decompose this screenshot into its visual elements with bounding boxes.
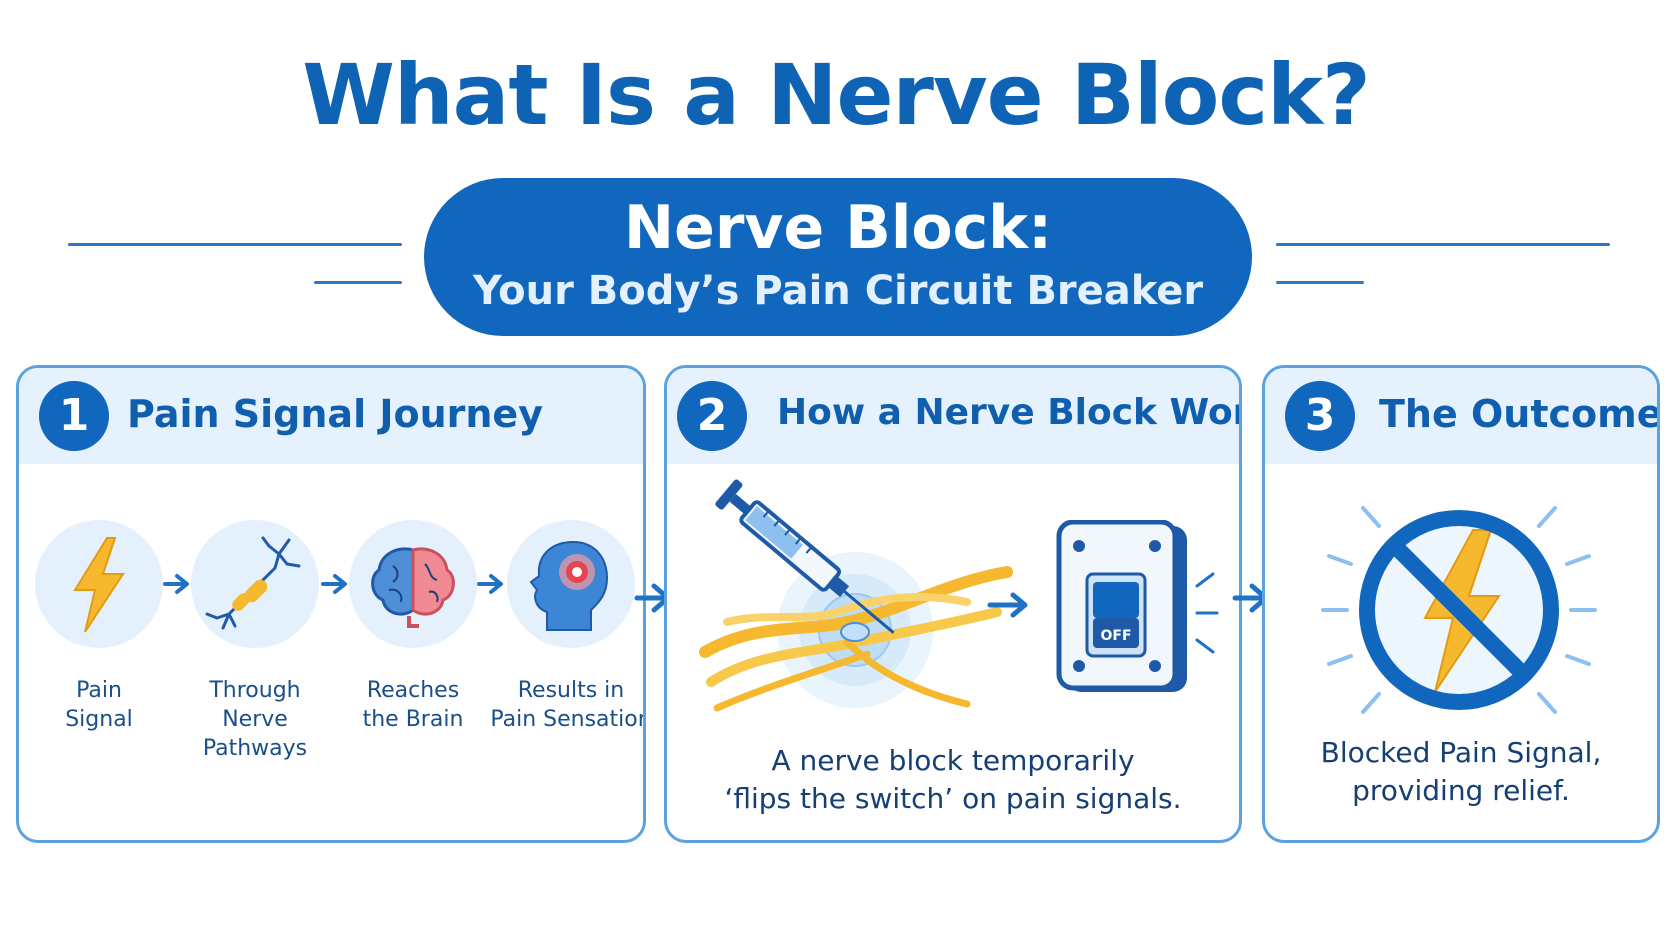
panel-the-outcome: 3 The Outcome Blocked Pain Signal, provi… (1262, 365, 1660, 843)
arrow-right-icon (477, 574, 503, 594)
arrow-right-icon (987, 592, 1028, 618)
banner-title: Nerve Block: (623, 193, 1053, 263)
arrow-right-icon (321, 574, 347, 594)
step-number-badge: 2 (677, 381, 747, 451)
lightning-icon (73, 537, 125, 633)
divider-line-left-short (314, 281, 402, 284)
banner-pill: Nerve Block: Your Body’s Pain Circuit Br… (424, 178, 1252, 336)
head-pain-circle (507, 520, 635, 648)
panel-title: The Outcome (1379, 392, 1660, 436)
panel-title: Pain Signal Journey (127, 392, 543, 436)
panel-title: How a Nerve Block Works (777, 392, 1239, 433)
panel-caption: A nerve block temporarily ‘flips the swi… (724, 744, 1182, 815)
spark-lines-icon (1195, 572, 1219, 654)
head-pain-icon (529, 540, 609, 631)
step-number-badge: 3 (1285, 381, 1355, 451)
panel-header: 2 How a Nerve Block Works (667, 368, 1239, 464)
main-title: What Is a Nerve Block? (302, 46, 1371, 144)
panel-how-nerve-block-works: 2 How a Nerve Block Works (664, 365, 1242, 843)
brain-circle (349, 520, 477, 648)
pain-signal-circle (35, 520, 163, 648)
panel-header: 1 Pain Signal Journey (19, 368, 643, 464)
blocked-lightning-icon (1321, 506, 1597, 714)
neuron-icon (205, 536, 301, 630)
panel-header: 3 The Outcome (1265, 368, 1657, 464)
nerve-pathway-circle (191, 520, 319, 648)
banner-subtitle: Your Body’s Pain Circuit Breaker (472, 268, 1204, 314)
step-number-badge: 1 (39, 381, 109, 451)
circuit-breaker-switch-icon: OFF (1056, 520, 1187, 692)
divider-line-left-long (68, 243, 402, 246)
svg-text:OFF: OFF (1100, 628, 1131, 644)
divider-line-right-short (1276, 281, 1364, 284)
divider-line-right-long (1276, 243, 1610, 246)
brain-icon (371, 547, 455, 628)
panel-caption: Blocked Pain Signal, providing relief. (1320, 736, 1602, 807)
arrow-right-icon (163, 574, 189, 594)
syringe-nerve-illustration (699, 479, 1013, 712)
